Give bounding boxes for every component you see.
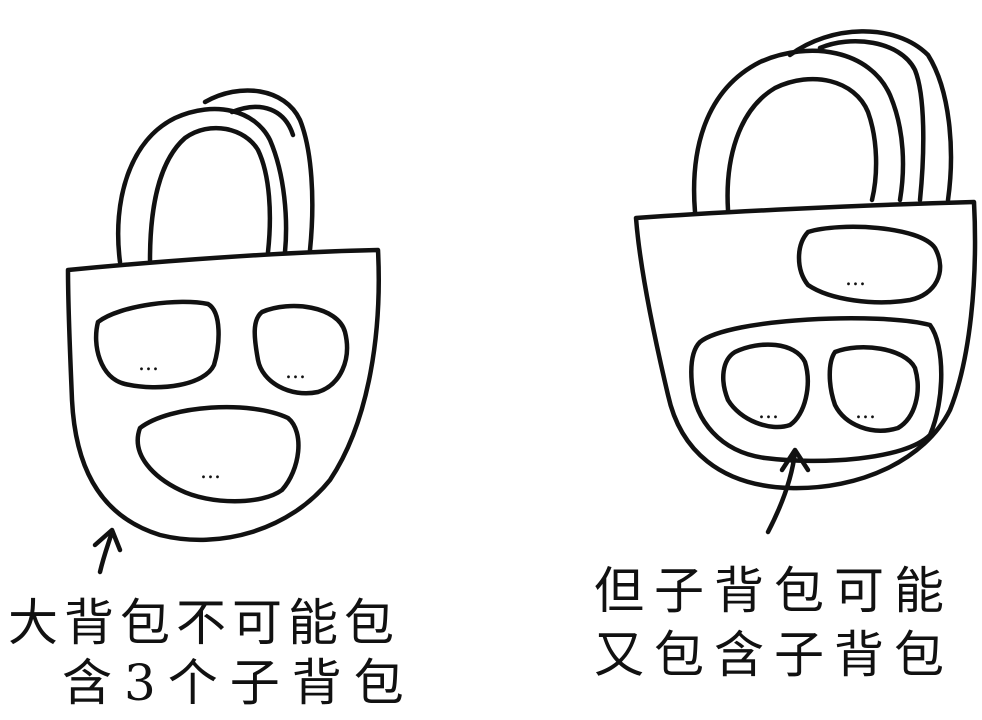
right-caption-line-2: 又包含子背包	[594, 626, 954, 684]
right-bag-handles	[691, 29, 954, 215]
right-bag-pocket-top	[796, 224, 943, 305]
right-bag-pocket-top-mark: ...	[845, 266, 866, 291]
left-caption-line-1: 大背包不可能包	[8, 594, 400, 652]
left-bag-pocket-3-mark: ...	[200, 459, 221, 484]
left-bag-pocket-3	[135, 404, 301, 504]
right-bag-inner-pocket-1	[721, 342, 810, 430]
left-bag-pocket-2	[252, 303, 350, 396]
right-caption-line-1: 但子背包可能	[594, 562, 954, 620]
right-bag: ... ... ...	[633, 29, 978, 535]
right-bag-inner-pocket-2	[827, 345, 920, 433]
left-bag: ... ... ...	[65, 88, 381, 575]
left-bag-pocket-1-mark: ...	[138, 351, 159, 376]
right-bag-inner-pocket-1-mark: ...	[758, 399, 779, 424]
left-arrow	[92, 527, 123, 575]
left-bag-pocket-1	[93, 299, 221, 390]
right-bag-inner-pocket-2-mark: ...	[855, 399, 876, 424]
left-bag-handles	[115, 88, 315, 265]
left-bag-body	[65, 247, 381, 543]
left-caption-line-2: 含3个子背包	[62, 654, 416, 712]
right-bag-body	[633, 199, 978, 491]
right-arrow	[765, 447, 811, 535]
right-bag-sub-bag	[689, 316, 944, 464]
left-bag-pocket-2-mark: ...	[285, 359, 306, 384]
